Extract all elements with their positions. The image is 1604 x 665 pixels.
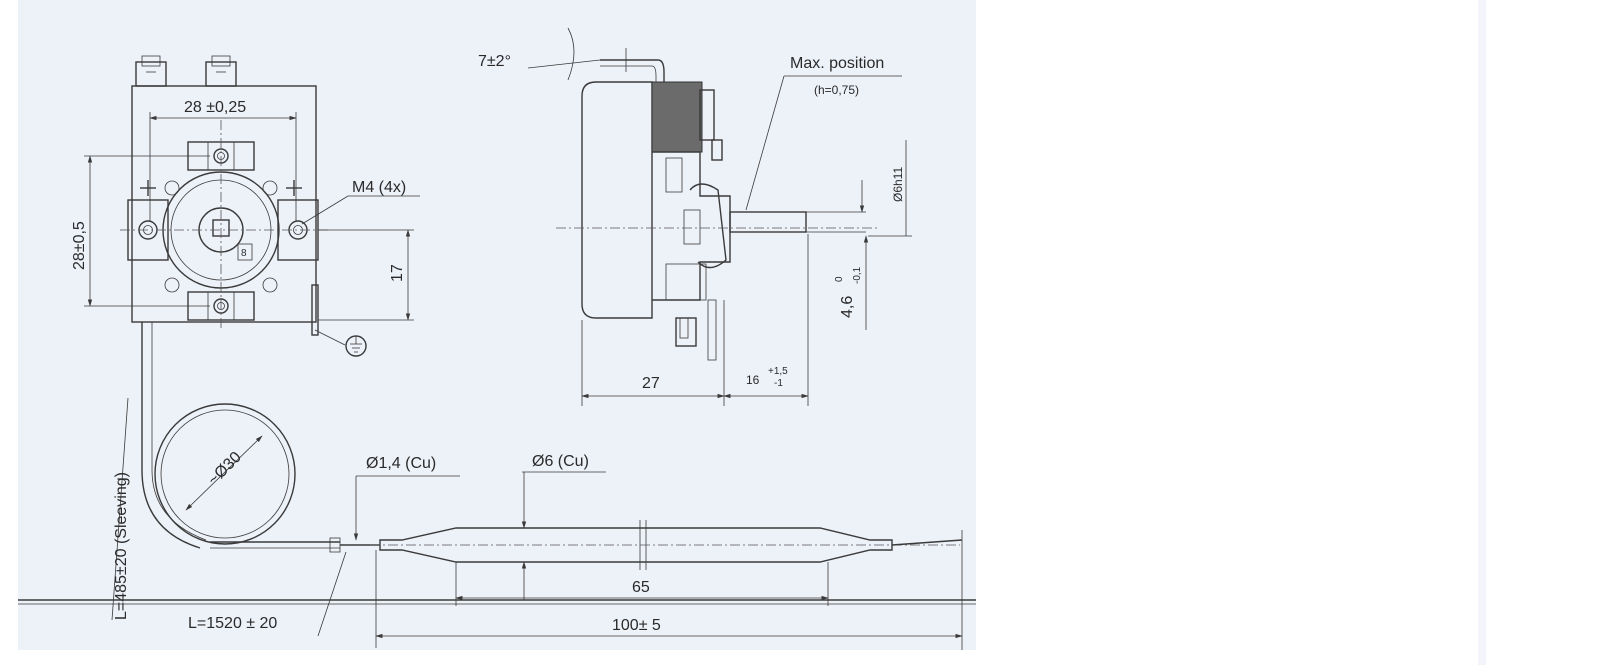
terminal-left <box>135 61 167 87</box>
dim-28-025: 28 ±0,25 <box>184 99 246 116</box>
capillary-length: L=1520 ± 20 <box>188 615 277 632</box>
svg-text:8: 8 <box>241 248 247 259</box>
scan-edge <box>1478 0 1486 665</box>
angle-label: 7±2° <box>478 53 511 70</box>
bulb-diameter: Ø6 (Cu) <box>532 453 589 470</box>
h-value-label: (h=0,75) <box>814 83 859 97</box>
sleeving-length: L=485±20 (Sleeving) <box>113 472 130 620</box>
dim-46: 4,6 <box>839 296 856 318</box>
side-view: 7±2° Max. position (h=0,75) Ø6h11 4,6 0 … <box>478 27 912 406</box>
tol-46-lower: -0,1 <box>852 266 863 284</box>
coil-diameter: ~Ø30 <box>205 449 245 489</box>
capillary-diameter: Ø1,4 (Cu) <box>366 455 436 472</box>
dim-28-05: 28±0,5 <box>71 221 88 270</box>
drawing-sheet <box>18 0 976 650</box>
tol-46-upper: 0 <box>834 276 845 282</box>
tol-16-upper: +1,5 <box>768 366 788 377</box>
dim-65: 65 <box>632 579 650 596</box>
shaft-diameter: Ø6h11 <box>891 167 905 202</box>
terminal-right <box>205 61 237 87</box>
shaft <box>729 211 807 233</box>
capillary-assembly: ~Ø30 L=485±20 (Sleeving) Ø1,4 (Cu) Ø6 (C… <box>18 322 976 650</box>
dim-100: 100± 5 <box>612 617 661 634</box>
thermostat-body-side <box>581 81 653 319</box>
max-position-label: Max. position <box>790 55 884 72</box>
terminal-housing <box>651 81 703 153</box>
dim-16: 16 <box>746 373 760 387</box>
m4-label: M4 (4x) <box>352 179 406 196</box>
front-view: 8 28 ±0,25 28±0,5 M4 (4x) <box>71 55 420 357</box>
tol-16-lower: -1 <box>774 378 783 389</box>
thermostat-body-front <box>131 85 317 323</box>
dim-27: 27 <box>642 375 660 392</box>
capillary-coil <box>154 403 296 545</box>
sensor-bulb <box>379 527 893 563</box>
dim-17: 17 <box>389 264 406 282</box>
